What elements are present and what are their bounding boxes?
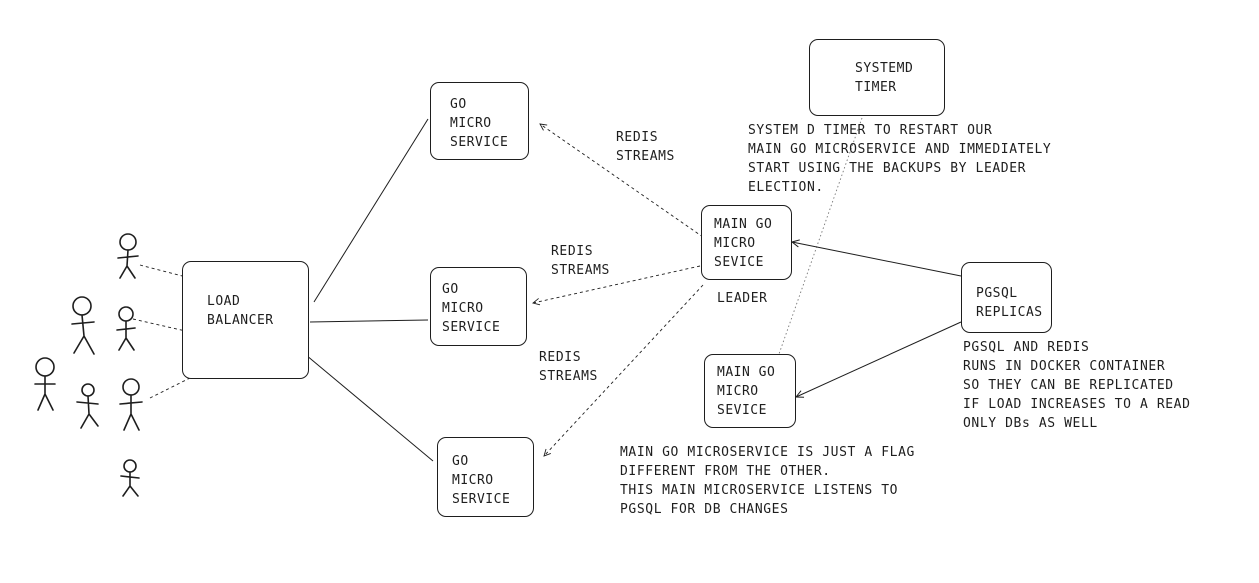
edge-lb-to-go-top — [313, 118, 429, 303]
pgsql-replicas-node[interactable]: PGSQL REPLICAS — [961, 262, 1052, 333]
systemd-timer-node[interactable]: SYSTEMD TIMER — [809, 39, 945, 116]
user-stick-figure-icon — [34, 357, 56, 411]
main-go-leader-label: MAIN GO MICRO SEVICE — [714, 217, 773, 270]
go-microservice-middle-node[interactable]: GO MICRO SERVICE — [430, 267, 527, 346]
go-microservice-top-label: GO MICRO SERVICE — [450, 97, 509, 150]
edge-users-to-lb-3 — [149, 377, 191, 399]
edge-lb-to-go-bottom — [305, 354, 434, 462]
redis-streams-label-top: REDIS STREAMS — [616, 130, 675, 164]
load-balancer-node[interactable]: LOAD BALANCER — [182, 261, 309, 379]
edge-systemd-to-backup — [778, 117, 863, 355]
systemd-timer-label: SYSTEMD TIMER — [855, 61, 914, 95]
user-stick-figure-icon — [116, 306, 136, 351]
user-stick-figure-icon — [120, 459, 140, 497]
pgsql-replicas-label: PGSQL REPLICAS — [976, 286, 1043, 320]
user-stick-figure-icon — [119, 378, 143, 431]
main-go-backup-node[interactable]: MAIN GO MICRO SEVICE — [704, 354, 796, 428]
go-microservice-middle-label: GO MICRO SERVICE — [442, 282, 501, 335]
go-microservice-bottom-node[interactable]: GO MICRO SERVICE — [437, 437, 534, 517]
go-microservice-top-node[interactable]: GO MICRO SERVICE — [430, 82, 529, 160]
main-go-leader-node[interactable]: MAIN GO MICRO SEVICE — [701, 205, 792, 280]
redis-streams-label-bottom: REDIS STREAMS — [539, 350, 598, 384]
main-go-backup-label: MAIN GO MICRO SEVICE — [717, 365, 776, 418]
edge-users-to-lb-1 — [139, 264, 187, 278]
user-stick-figure-icon — [71, 296, 95, 355]
edge-pgsql-to-backup — [796, 321, 962, 397]
go-microservice-bottom-label: GO MICRO SERVICE — [452, 454, 511, 507]
edge-lb-to-go-middle — [309, 319, 429, 323]
edge-pgsql-to-leader — [792, 242, 962, 277]
main-service-note: MAIN GO MICROSERVICE IS JUST A FLAG DIFF… — [620, 445, 915, 517]
edge-users-to-lb-2 — [132, 318, 191, 333]
redis-streams-label-middle: REDIS STREAMS — [551, 244, 610, 278]
pgsql-note: PGSQL AND REDIS RUNS IN DOCKER CONTAINER… — [963, 340, 1191, 431]
user-stick-figure-icon — [76, 383, 99, 429]
load-balancer-label: LOAD BALANCER — [207, 294, 274, 328]
user-stick-figure-icon — [117, 233, 139, 279]
edge-redis-to-go-middle — [533, 265, 701, 303]
systemd-note: SYSTEM D TIMER TO RESTART OUR MAIN GO MI… — [748, 123, 1052, 195]
leader-label: LEADER — [717, 291, 768, 306]
edge-redis-to-go-bottom — [544, 284, 704, 456]
